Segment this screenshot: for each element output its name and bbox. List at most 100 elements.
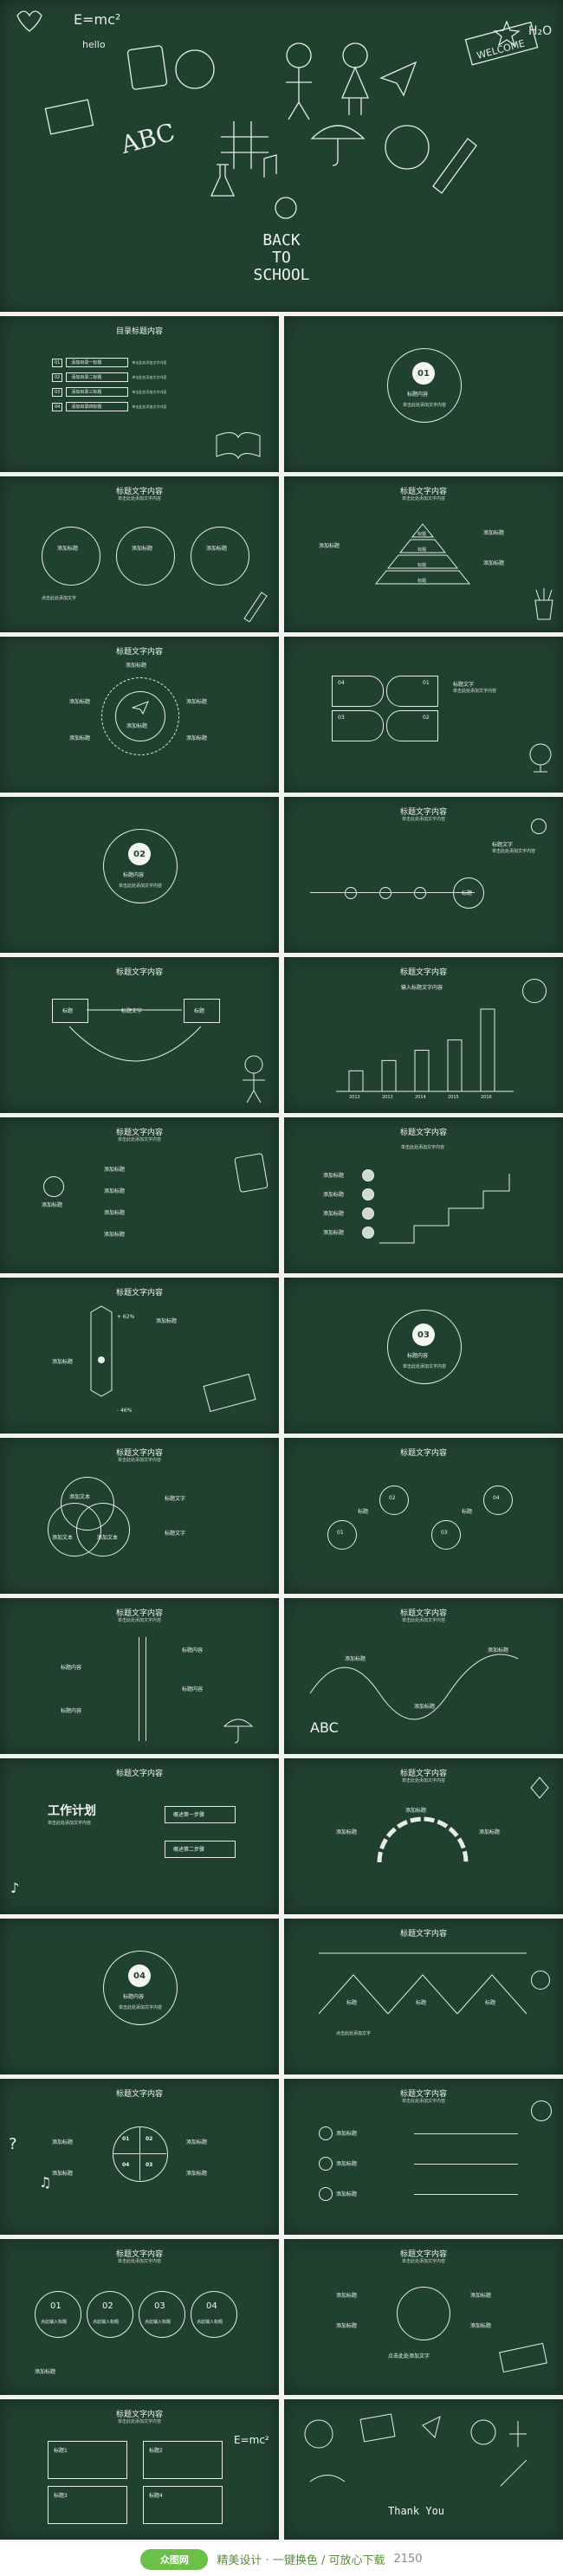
pyramid-level-label: 标题 xyxy=(417,531,426,537)
cycle-box[interactable] xyxy=(52,999,88,1023)
numbered-circle[interactable] xyxy=(87,2291,133,2338)
zigzag-circle[interactable] xyxy=(431,1520,461,1550)
flow-node[interactable] xyxy=(345,887,357,899)
row-divider xyxy=(414,2133,518,2134)
flow-node[interactable] xyxy=(414,887,426,899)
slide-title: 标题文字内容 xyxy=(115,1449,163,1458)
thank-you-doodles xyxy=(304,2413,527,2487)
pyramid-slide: 标题文字内容 单击此处添加文字内容 标题 标题 标题 标题 添加标题 添加标题 … xyxy=(284,476,563,632)
work-plan-step-label: 概述第二步骤 xyxy=(173,1847,205,1853)
hub-inner-circle[interactable] xyxy=(115,691,165,741)
zigzag-circle[interactable] xyxy=(327,1520,357,1550)
slide-subtitle: 单击此处添加文字内容 xyxy=(401,817,445,822)
flow-node[interactable] xyxy=(379,887,392,899)
lines-title: 标题内容 xyxy=(182,1647,204,1654)
hub-branch-label: 添加标题 xyxy=(69,699,91,705)
quad-box[interactable] xyxy=(48,2486,127,2524)
lines-slide: 标题文字内容 单击此处添加文字内容 标题内容 标题内容 标题内容 标题内容 xyxy=(0,1598,279,1754)
quad-side-title: 添加标题 xyxy=(186,2139,208,2146)
zigzag-title: 标题 xyxy=(462,1509,473,1515)
feature-circle[interactable] xyxy=(191,527,249,586)
numbered-circle[interactable] xyxy=(191,2291,237,2338)
feature-circle[interactable] xyxy=(116,527,175,586)
zigzag-circle[interactable] xyxy=(379,1485,409,1515)
site-logo[interactable]: 众图网 xyxy=(140,2548,209,2570)
numbered-circle[interactable] xyxy=(139,2291,185,2338)
steps-desc: 单击此处添加文字内容 xyxy=(400,1145,444,1150)
zigzag-slide: 标题文字内容 01 02 03 04 标题 标题 xyxy=(284,1438,563,1594)
pyramid-level-label: 标题 xyxy=(417,562,426,568)
flow-title: 标题文字 xyxy=(492,842,514,848)
slide-subtitle: 单击此处添加文字内容 xyxy=(401,2259,445,2264)
zigzag-circle[interactable] xyxy=(483,1485,513,1515)
toc-label: 添加目录二标题 xyxy=(66,372,129,382)
quad-box[interactable] xyxy=(143,2441,223,2479)
stairs-diagram xyxy=(379,1174,510,1244)
box-title: 标题文字 xyxy=(453,682,475,688)
section-circle xyxy=(387,348,462,423)
number-box-num: 02 xyxy=(423,715,430,721)
kite-icon xyxy=(530,1777,549,1799)
venn-slide: 标题文字内容 单击此处添加文字内容 添加文本 添加文本 添加文本 标题文字 标题… xyxy=(0,1438,279,1594)
flow-end-circle[interactable] xyxy=(453,877,484,909)
toc-item[interactable]: 02 添加目录二标题 单击此处添加文字内容 xyxy=(52,372,225,382)
feature-circle[interactable] xyxy=(42,527,100,586)
toc-desc: 单击此处添加文字内容 xyxy=(132,374,167,379)
hub-branch-label: 添加标题 xyxy=(69,735,91,741)
section-desc: 单击此处添加文字内容 xyxy=(402,403,446,408)
slide-title: 标题文字内容 xyxy=(399,1770,447,1778)
roof-diagram xyxy=(318,1952,527,2015)
quad-side-title: 添加标题 xyxy=(52,2171,74,2177)
arc-gauge xyxy=(377,1816,469,1863)
step-label: 添加标题 xyxy=(323,1230,345,1236)
wave-title: 添加标题 xyxy=(488,1647,509,1654)
quad-boxes-slide: 标题文字内容 单击此处添加文字内容 标题1 标题2 标题3 标题4 E=mc² xyxy=(0,2399,279,2540)
quad-box[interactable] xyxy=(48,2441,127,2479)
list-left-title: 添加标题 xyxy=(42,1202,63,1208)
cycle-box-label: 标题 xyxy=(62,1008,74,1014)
hub-branch-label: 添加标题 xyxy=(186,735,208,741)
number-box[interactable] xyxy=(332,676,384,707)
step-dot xyxy=(362,1207,374,1220)
slide-title: 标题文字内容 xyxy=(115,648,163,657)
numbered-circle[interactable] xyxy=(35,2291,81,2338)
list-item-title: 添加标题 xyxy=(104,1167,126,1173)
cycle-box[interactable] xyxy=(184,999,220,1023)
work-plan-step-label: 概述第一步骤 xyxy=(173,1812,205,1818)
side-title: 添加标题 xyxy=(336,2323,358,2329)
percent-left-title: 添加标题 xyxy=(52,1359,74,1365)
toc-item[interactable]: 01 添加目录一标题 单击此处添加文字内容 xyxy=(52,358,225,367)
work-plan-step[interactable] xyxy=(165,1806,236,1823)
quad-box[interactable] xyxy=(143,2486,223,2524)
umbrella-icon xyxy=(310,125,366,166)
quad-box-title: 标题3 xyxy=(54,2493,68,2499)
zigzag-num: 03 xyxy=(441,1530,448,1536)
add-title-right-2: 添加标题 xyxy=(483,560,505,566)
section-label: 标题内容 xyxy=(123,872,145,878)
section-desc: 单击此处添加文字内容 xyxy=(118,883,162,889)
numbered-circle-label: 点此输入标题 xyxy=(93,2320,120,2325)
slide-title: 标题文字内容 xyxy=(115,1770,163,1778)
quad-num: 02 xyxy=(146,2136,153,2142)
slide-footnote: 点击此处添加文字 xyxy=(42,596,77,601)
percent-down: - 46% xyxy=(117,1408,133,1414)
feature-circle-label: 添加标题 xyxy=(132,546,153,552)
arc-title: 添加标题 xyxy=(405,1808,427,1814)
toc-item[interactable]: 03 添加目录三标题 单击此处添加文字内容 xyxy=(52,387,225,397)
flow-desc: 单击此处添加文字内容 xyxy=(492,849,536,854)
work-plan-slide: 标题文字内容 工作计划 单击此处添加文字内容 概述第一步骤 概述第二步骤 ♪ xyxy=(0,1758,279,1914)
number-box[interactable] xyxy=(386,676,438,707)
zigzag-num: 04 xyxy=(493,1495,500,1501)
list-item-title: 添加标题 xyxy=(104,1210,126,1216)
four-boxes-slide: 04 01 03 02 标题文字 单击此处添加文字内容 xyxy=(284,637,563,793)
number-box[interactable] xyxy=(332,710,384,741)
slide-title: 标题文字内容 xyxy=(115,2090,163,2099)
list-item-title: 添加标题 xyxy=(104,1188,126,1194)
center-hub-slide: 标题文字内容 添加标题 添加标题 添加标题 添加标题 添加标题 添加标题 xyxy=(0,637,279,793)
icon-list-slide: 标题文字内容 单击此处添加文字内容 添加标题 添加标题 添加标题 添加标题 添加… xyxy=(0,1117,279,1273)
work-plan-step[interactable] xyxy=(165,1841,236,1858)
toc-item[interactable]: 04 添加目录四标题 单击此处添加文字内容 xyxy=(52,402,225,411)
number-box[interactable] xyxy=(386,710,438,741)
roof-label: 标题 xyxy=(346,2000,358,2006)
